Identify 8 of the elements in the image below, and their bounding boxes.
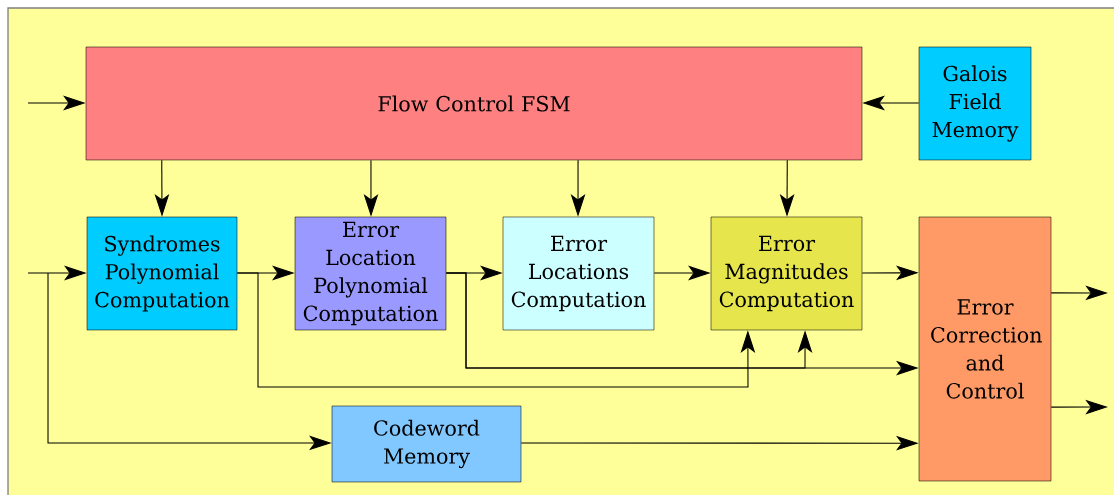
process-box: Codeword Memory: [331, 405, 522, 483]
process-box: Error Correction and Control: [918, 216, 1052, 482]
process-box: Error Locations Computation: [502, 216, 655, 331]
process-box: Syndromes Polynomial Computation: [86, 216, 238, 331]
process-box: Error Magnitudes Computation: [710, 216, 863, 331]
process-box: Flow Control FSM: [85, 46, 863, 161]
process-box: Error Location Polynomial Computation: [294, 216, 447, 331]
process-box: Galois Field Memory: [918, 46, 1032, 161]
